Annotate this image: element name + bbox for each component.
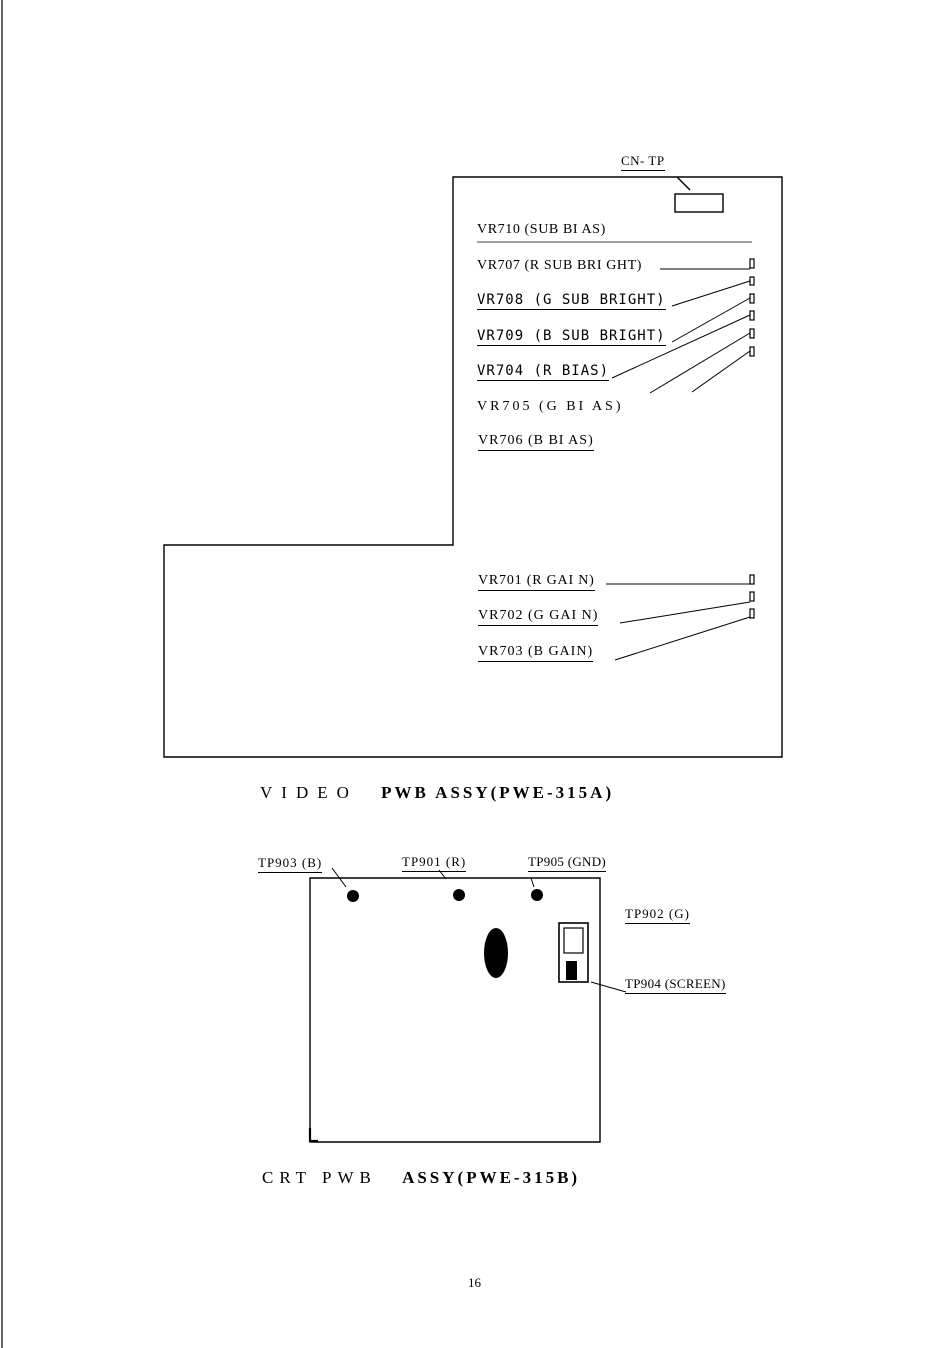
label-vr708: VR708 (G SUB BRIGHT) <box>477 292 666 310</box>
terminal-vr707 <box>749 258 755 269</box>
leader-vr708 <box>671 280 751 307</box>
label-vr704: VR704 (R BIAS) <box>477 363 610 381</box>
crt-marks <box>347 889 577 980</box>
leader-tp903 <box>331 867 347 888</box>
crt-caption-prefix: CRT PWB <box>262 1168 377 1187</box>
terminal-vr704 <box>749 310 755 321</box>
terminal-vr702 <box>749 591 755 602</box>
label-vr703: VR703 (B GAIN) <box>478 644 594 662</box>
label-vr702: VR702 (G GAI N) <box>478 608 599 626</box>
crt-socket <box>558 922 589 983</box>
test-point-tp905 <box>531 889 543 901</box>
leader-tp905 <box>530 877 535 888</box>
pot-terminals <box>749 258 755 619</box>
terminal-vr706 <box>749 346 755 357</box>
label-vr706: VR706 (B BI AS) <box>478 433 594 451</box>
label-tp904: TP904 (SCREEN) <box>625 976 726 994</box>
crt-pwb-outline <box>309 877 601 1143</box>
label-vr705: VR705 (G BI AS) <box>477 399 624 414</box>
leader-vr709 <box>671 297 751 343</box>
label-vr701: VR701 (R GAI N) <box>478 573 595 591</box>
page-number: 16 <box>468 1275 481 1290</box>
terminal-vr703 <box>749 608 755 619</box>
leader-vr706 <box>691 350 751 393</box>
cn-tp-leader <box>676 176 691 191</box>
test-point-tp903 <box>347 890 359 902</box>
leaders-top <box>477 241 752 394</box>
terminal-vr709 <box>749 293 755 304</box>
cn-tp-connector <box>674 193 724 213</box>
label-vr710: VR710 (SUB BI AS) <box>477 222 606 237</box>
crt-caption-main: ASSY(PWE-315B) <box>402 1168 581 1187</box>
label-tp905: TP905 (GND) <box>528 854 607 872</box>
video-caption-prefix: VIDEO <box>260 783 358 802</box>
label-vr709: VR709 (B SUB BRIGHT) <box>477 328 666 346</box>
label-tp902: TP902 (G) <box>625 906 690 924</box>
cn-tp-label: CN- TP <box>621 153 665 171</box>
leader-vr704 <box>611 314 751 379</box>
label-tp903: TP903 (B) <box>258 855 323 873</box>
socket-pin <box>566 961 577 980</box>
leader-vr705 <box>649 332 751 394</box>
test-point-tp901 <box>453 889 465 901</box>
leaders-bottom <box>606 583 751 661</box>
terminal-vr701 <box>749 574 755 585</box>
leader-tp904 <box>590 981 627 993</box>
leader-vr702 <box>619 601 751 624</box>
video-caption-main: PWB ASSY(PWE-315A) <box>381 783 615 802</box>
label-vr707: VR707 (R SUB BRI GHT) <box>477 258 643 273</box>
label-tp901: TP901 (R) <box>402 854 467 872</box>
crt-pwb-caption: CRT PWB ASSY(PWE-315B) <box>262 1168 580 1188</box>
video-pwb-caption: VIDEO PWB ASSY(PWE-315A) <box>260 783 614 803</box>
terminal-vr705 <box>749 328 755 339</box>
crt-ellipse <box>484 928 508 978</box>
terminal-vr708 <box>749 276 755 286</box>
crt-leaders <box>331 867 627 993</box>
video-pwb-outline <box>163 176 783 758</box>
leader-vr703 <box>614 616 751 661</box>
